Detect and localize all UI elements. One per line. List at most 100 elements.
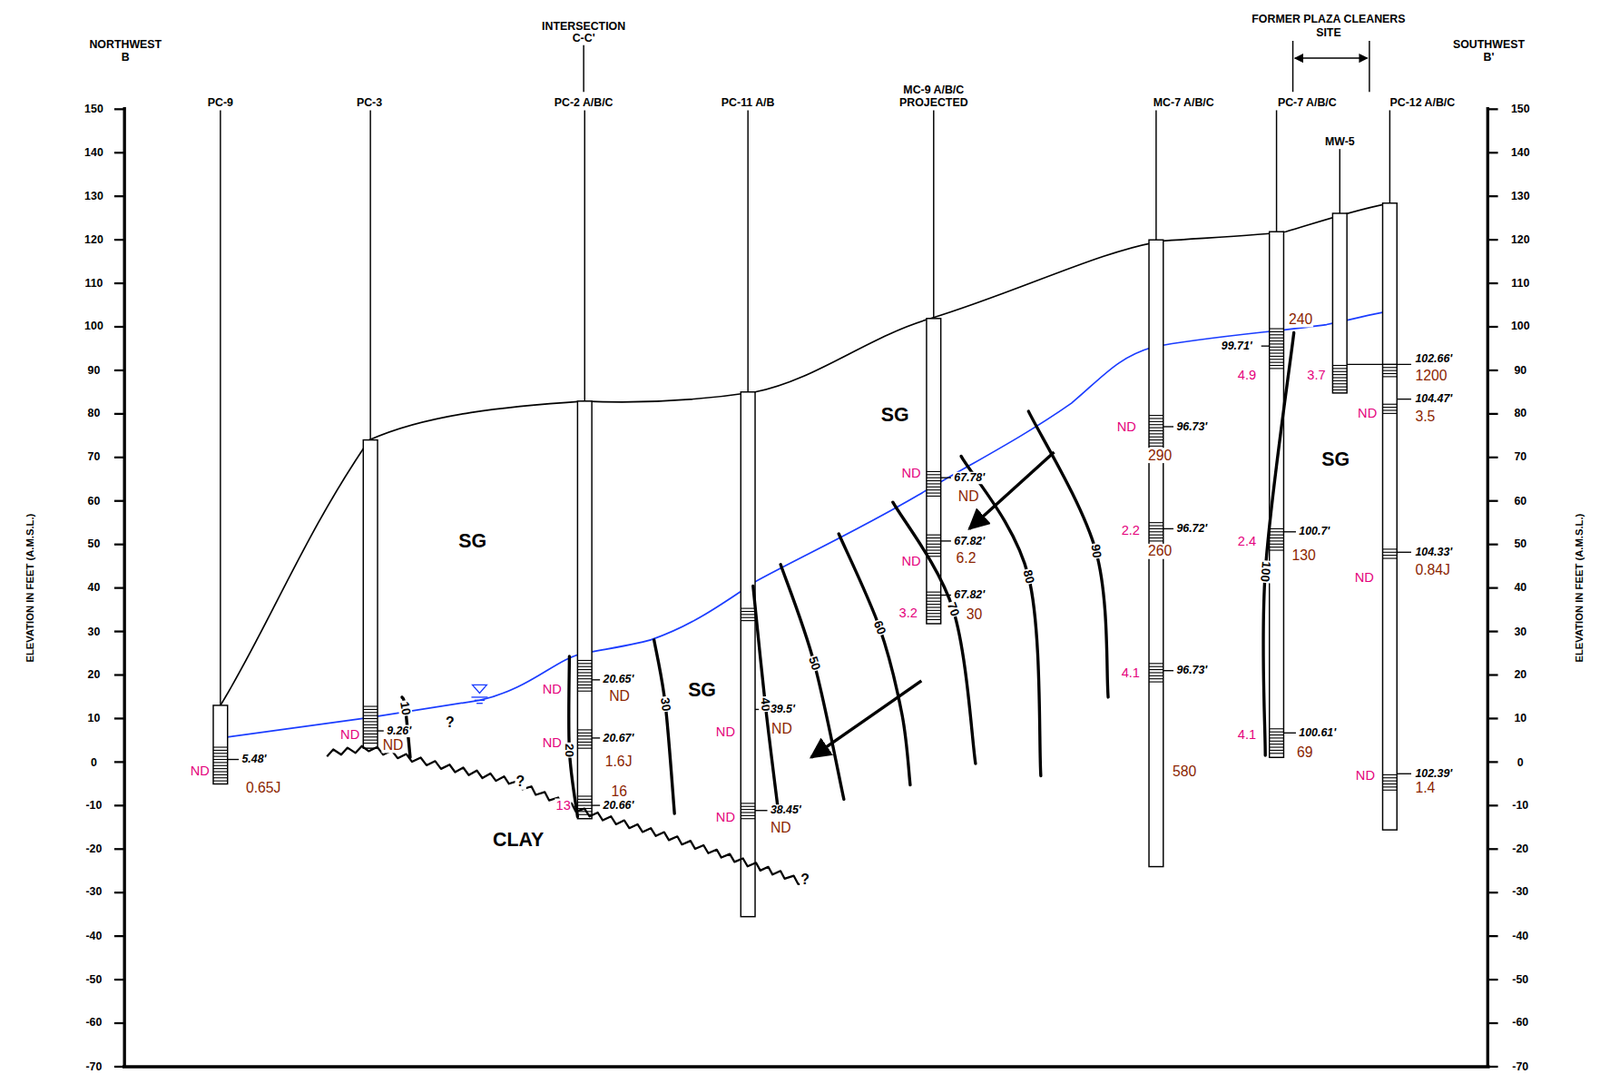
axis-tick <box>1487 369 1498 372</box>
well-name: PC-12 A/B/C <box>1388 97 1456 109</box>
contour-value: 90 <box>1088 542 1103 560</box>
axis-value: 20 <box>86 668 101 681</box>
axis-title: ELEVATION IN FEET (A.M.S.L.) <box>25 512 37 664</box>
axis-value: -40 <box>1511 930 1530 943</box>
axis-tick <box>114 716 125 719</box>
axis-value: 20 <box>1512 668 1528 681</box>
axis-title: ELEVATION IN FEET (A.M.S.L.) <box>1574 512 1586 664</box>
well-screen <box>740 805 756 807</box>
lab-result: ND <box>608 688 631 705</box>
well-name: PC-7 A/B/C <box>1276 97 1338 109</box>
well-screen <box>363 733 378 735</box>
well-screen <box>1269 537 1285 539</box>
axis-tick <box>1487 587 1498 589</box>
well-screen <box>577 741 592 743</box>
axis-value: 60 <box>86 494 101 507</box>
axis-value: 30 <box>1512 625 1528 638</box>
well-screen <box>1383 551 1398 553</box>
concentration-contour <box>1263 333 1295 756</box>
concentration-contour <box>838 533 911 786</box>
well-screen <box>577 747 592 749</box>
axis-value: 110 <box>1510 277 1531 290</box>
well-screen <box>1383 557 1398 559</box>
axis-value: 70 <box>86 451 101 463</box>
lab-result: 0.65J <box>245 780 283 796</box>
well-screen <box>363 705 378 707</box>
leader-line <box>377 729 384 731</box>
axis-value: 90 <box>86 363 101 376</box>
axis-value: 40 <box>86 581 101 594</box>
well-screen <box>363 742 378 744</box>
axis-tick <box>1487 760 1498 763</box>
well-casing <box>1383 203 1398 830</box>
well-screen <box>1148 537 1164 539</box>
well-screen <box>926 492 942 494</box>
field-result: ND <box>189 763 211 777</box>
contour-value: 70 <box>944 599 962 619</box>
axis-tick <box>1487 412 1498 415</box>
water-level: 67.82' <box>952 588 986 601</box>
well-screen <box>1383 789 1398 791</box>
well-screen <box>213 752 228 754</box>
header-label: INTERSECTION <box>540 20 627 33</box>
lab-result: ND <box>770 721 794 737</box>
leader-line <box>1396 398 1412 400</box>
well-screen <box>1383 548 1398 550</box>
concentration-contour <box>1028 411 1109 697</box>
well-screen <box>1383 403 1398 405</box>
axis-value: -30 <box>1511 886 1530 899</box>
well-screen <box>1148 414 1164 416</box>
water-level: 102.39' <box>1413 767 1453 780</box>
well-screen <box>363 724 378 726</box>
axis-tick <box>114 151 125 154</box>
axis-tick <box>1487 456 1498 459</box>
leader-line <box>591 736 600 738</box>
axis-value: -50 <box>84 973 103 986</box>
well-screen <box>577 728 592 730</box>
well-screen <box>577 687 592 688</box>
axis-tick <box>114 238 125 241</box>
axis-tick <box>1487 107 1498 110</box>
axis-value: 140 <box>83 147 105 159</box>
water-level: 5.48' <box>240 753 267 766</box>
field-result: ND <box>715 810 737 825</box>
field-result: ND <box>541 736 563 750</box>
axis-value: -20 <box>84 843 103 855</box>
well-screen <box>577 801 592 803</box>
well-screen <box>1269 346 1285 348</box>
well-screen <box>1332 373 1347 375</box>
well-screen <box>926 539 942 541</box>
leader-line <box>941 539 952 541</box>
well-screen <box>577 804 592 806</box>
well-name: MW-5 <box>1324 136 1356 148</box>
field-result: ND <box>339 727 361 742</box>
lab-result: 290 <box>1147 447 1174 463</box>
axis-value: 0 <box>89 755 99 768</box>
water-level: 104.33' <box>1413 546 1453 559</box>
lab-result: 16 <box>609 783 629 799</box>
well-screen <box>1148 539 1164 541</box>
well-screen <box>1269 528 1285 530</box>
water-level: 67.82' <box>952 534 986 547</box>
axis-tick <box>114 934 125 937</box>
well-screen <box>740 608 756 609</box>
axis-tick <box>1487 543 1498 546</box>
well-screen <box>740 617 756 619</box>
well-screen <box>1148 430 1164 432</box>
well-screen <box>740 811 756 813</box>
well-screen <box>926 616 942 618</box>
well-casing <box>363 440 378 749</box>
field-result: 4.1 <box>1120 665 1142 679</box>
axis-value: 120 <box>1510 234 1532 246</box>
well-screen <box>926 537 942 539</box>
well-screen <box>1383 370 1398 372</box>
well-screen <box>1383 375 1398 377</box>
concentration-contour <box>961 456 1041 776</box>
header-label: SITE <box>1315 26 1343 39</box>
well-screen <box>213 755 228 757</box>
well-screen <box>1383 785 1398 787</box>
axis-tick <box>114 325 125 328</box>
axis-value: 10 <box>1512 712 1528 725</box>
well-screen <box>926 609 942 611</box>
well-screen <box>926 612 942 614</box>
